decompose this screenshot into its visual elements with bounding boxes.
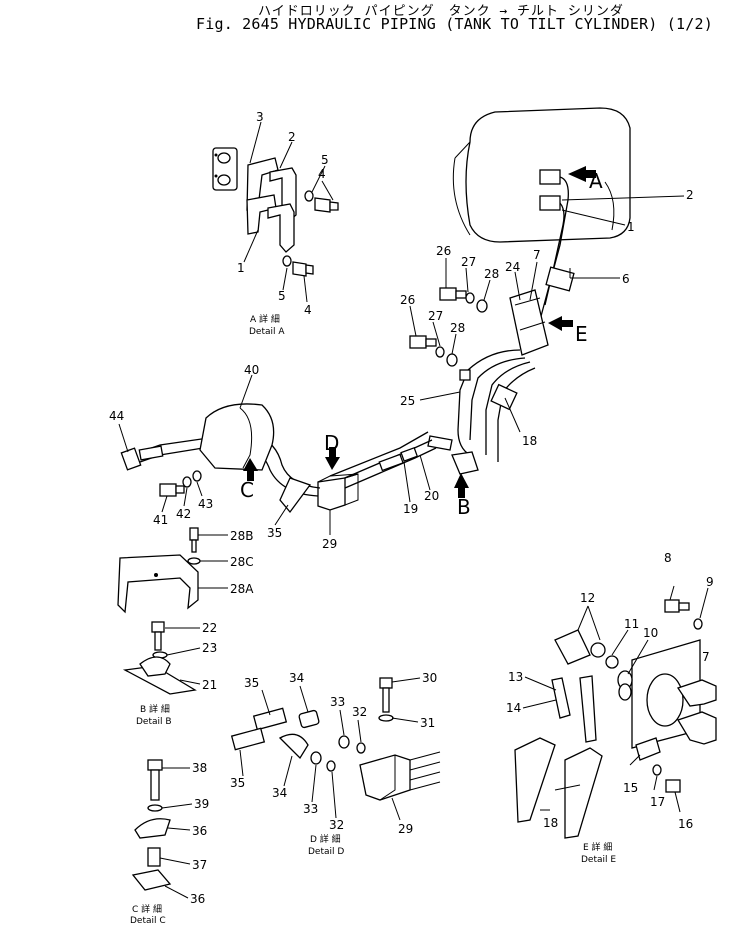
callout-40: 40	[244, 363, 259, 377]
callout-33: 33	[303, 802, 318, 816]
callout-30: 30	[422, 671, 437, 685]
callout-36: 36	[192, 824, 207, 838]
callout-10: 10	[643, 626, 658, 640]
callout-29: 29	[322, 537, 337, 551]
callout-2: 2	[288, 130, 296, 144]
detail-a-label: Detail A	[249, 327, 285, 337]
callout-32: 32	[352, 705, 367, 719]
callout-16: 16	[678, 817, 693, 831]
callout-29: 29	[398, 822, 413, 836]
callout-8: 8	[664, 551, 672, 565]
callout-3: 3	[256, 110, 264, 124]
callout-labels: 3 2 5 4 1 5 4 A 詳 細 Detail A A 2 1 6 7 2…	[109, 110, 714, 925]
callout-17: 17	[650, 795, 665, 809]
callout-25: 25	[400, 394, 415, 408]
callout-11: 11	[624, 617, 639, 631]
detail-e-label-jp: E 詳 細	[583, 841, 612, 853]
detail-a-label-jp: A 詳 細	[250, 313, 280, 325]
callout-44: 44	[109, 409, 124, 423]
callout-34: 34	[272, 786, 287, 800]
callout-7: 7	[702, 650, 710, 664]
figure-title-japanese: ハイドロリック パイピング タンク → チルト シリンダ	[258, 4, 624, 19]
callout-13: 13	[508, 670, 523, 684]
callout-27: 27	[428, 309, 443, 323]
view-c-marker: C	[240, 478, 254, 502]
callout-35: 35	[244, 676, 259, 690]
figure-title: Fig. 2645 HYDRAULIC PIPING (TANK TO TILT…	[196, 15, 713, 33]
callout-4: 4	[304, 303, 312, 317]
callout-22: 22	[202, 621, 217, 635]
callout-35: 35	[267, 526, 282, 540]
detail-a-drawing	[212, 121, 339, 303]
callout-28b: 28B	[230, 529, 254, 543]
callout-43: 43	[198, 497, 213, 511]
callout-14: 14	[506, 701, 521, 715]
callout-23: 23	[202, 641, 217, 655]
callout-26: 26	[436, 244, 451, 258]
callout-38: 38	[192, 761, 207, 775]
detail-c-label: Detail C	[130, 916, 166, 925]
callout-15: 15	[623, 781, 638, 795]
callout-18: 18	[522, 434, 537, 448]
callout-36: 36	[190, 892, 205, 906]
callout-9: 9	[706, 575, 714, 589]
callout-24: 24	[505, 260, 520, 274]
detail-c-drawing	[131, 759, 193, 899]
detail-e-label: Detail E	[581, 855, 616, 865]
callout-18: 18	[543, 816, 558, 830]
callout-4: 4	[318, 167, 326, 181]
detail-b-drawing	[122, 621, 201, 695]
callout-42: 42	[176, 507, 191, 521]
callout-37: 37	[192, 858, 207, 872]
callout-28a: 28A	[230, 582, 254, 596]
callout-5: 5	[321, 153, 329, 167]
callout-28: 28	[450, 321, 465, 335]
callout-1: 1	[627, 220, 635, 234]
callout-35: 35	[230, 776, 245, 790]
view-b-marker: B	[457, 495, 471, 519]
callout-39: 39	[194, 797, 209, 811]
callout-7: 7	[533, 248, 541, 262]
callout-27: 27	[461, 255, 476, 269]
callout-32: 32	[329, 818, 344, 832]
callout-2: 2	[686, 188, 694, 202]
detail-d-label: Detail D	[308, 847, 344, 857]
callout-20: 20	[424, 489, 439, 503]
detail-d-drawing	[230, 677, 441, 821]
view-e-marker: E	[575, 322, 588, 346]
view-d-marker: D	[324, 431, 339, 455]
callout-1: 1	[237, 261, 245, 275]
callout-34: 34	[289, 671, 304, 685]
callout-12: 12	[580, 591, 595, 605]
detail-c-label-jp: C 詳 細	[132, 903, 162, 915]
callout-6: 6	[622, 272, 630, 286]
bracket-28-drawing	[117, 527, 228, 614]
callout-33: 33	[330, 695, 345, 709]
callout-41: 41	[153, 513, 168, 527]
callout-5: 5	[278, 289, 286, 303]
callout-31: 31	[420, 716, 435, 730]
detail-b-label: Detail B	[136, 717, 172, 727]
detail-d-label-jp: D 詳 細	[310, 833, 341, 845]
callout-21: 21	[202, 678, 217, 692]
detail-b-label-jp: B 詳 細	[140, 703, 170, 715]
detail-e-drawing	[514, 585, 717, 839]
view-a-marker: A	[589, 169, 603, 193]
callout-28c: 28C	[230, 555, 254, 569]
callout-26: 26	[400, 293, 415, 307]
main-assembly-drawing	[118, 107, 685, 535]
callout-28: 28	[484, 267, 499, 281]
callout-19: 19	[403, 502, 418, 516]
